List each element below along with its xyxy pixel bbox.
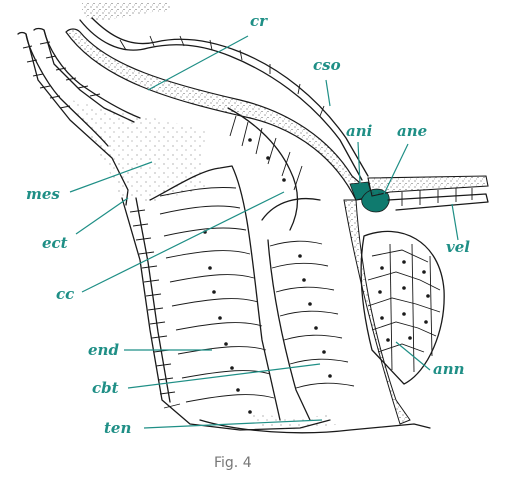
label-ten: ten [104, 419, 132, 437]
mesoglea-strip [343, 199, 411, 425]
leader-lines [69, 35, 459, 429]
mesoglea-region [70, 100, 210, 202]
ectoderm-strands [17, 27, 141, 206]
epidermis-band [65, 2, 371, 201]
label-ane: ane [397, 122, 428, 140]
label-mes: mes [26, 185, 60, 203]
label-ani: ani [346, 122, 373, 140]
label-ect: ect [42, 234, 68, 252]
label-cbt: cbt [92, 379, 119, 397]
label-vel: vel [446, 238, 470, 256]
annulus-cluster [360, 230, 445, 385]
label-cc: cc [56, 285, 75, 303]
label-cr: cr [250, 12, 268, 30]
velum [367, 175, 489, 211]
label-end: end [88, 341, 119, 359]
label-ann: ann [433, 360, 465, 378]
label-cso: cso [313, 56, 341, 74]
central-cell-column [227, 107, 355, 421]
figure-caption: Fig. 4 [214, 455, 252, 471]
endoderm-column-left [121, 165, 331, 431]
